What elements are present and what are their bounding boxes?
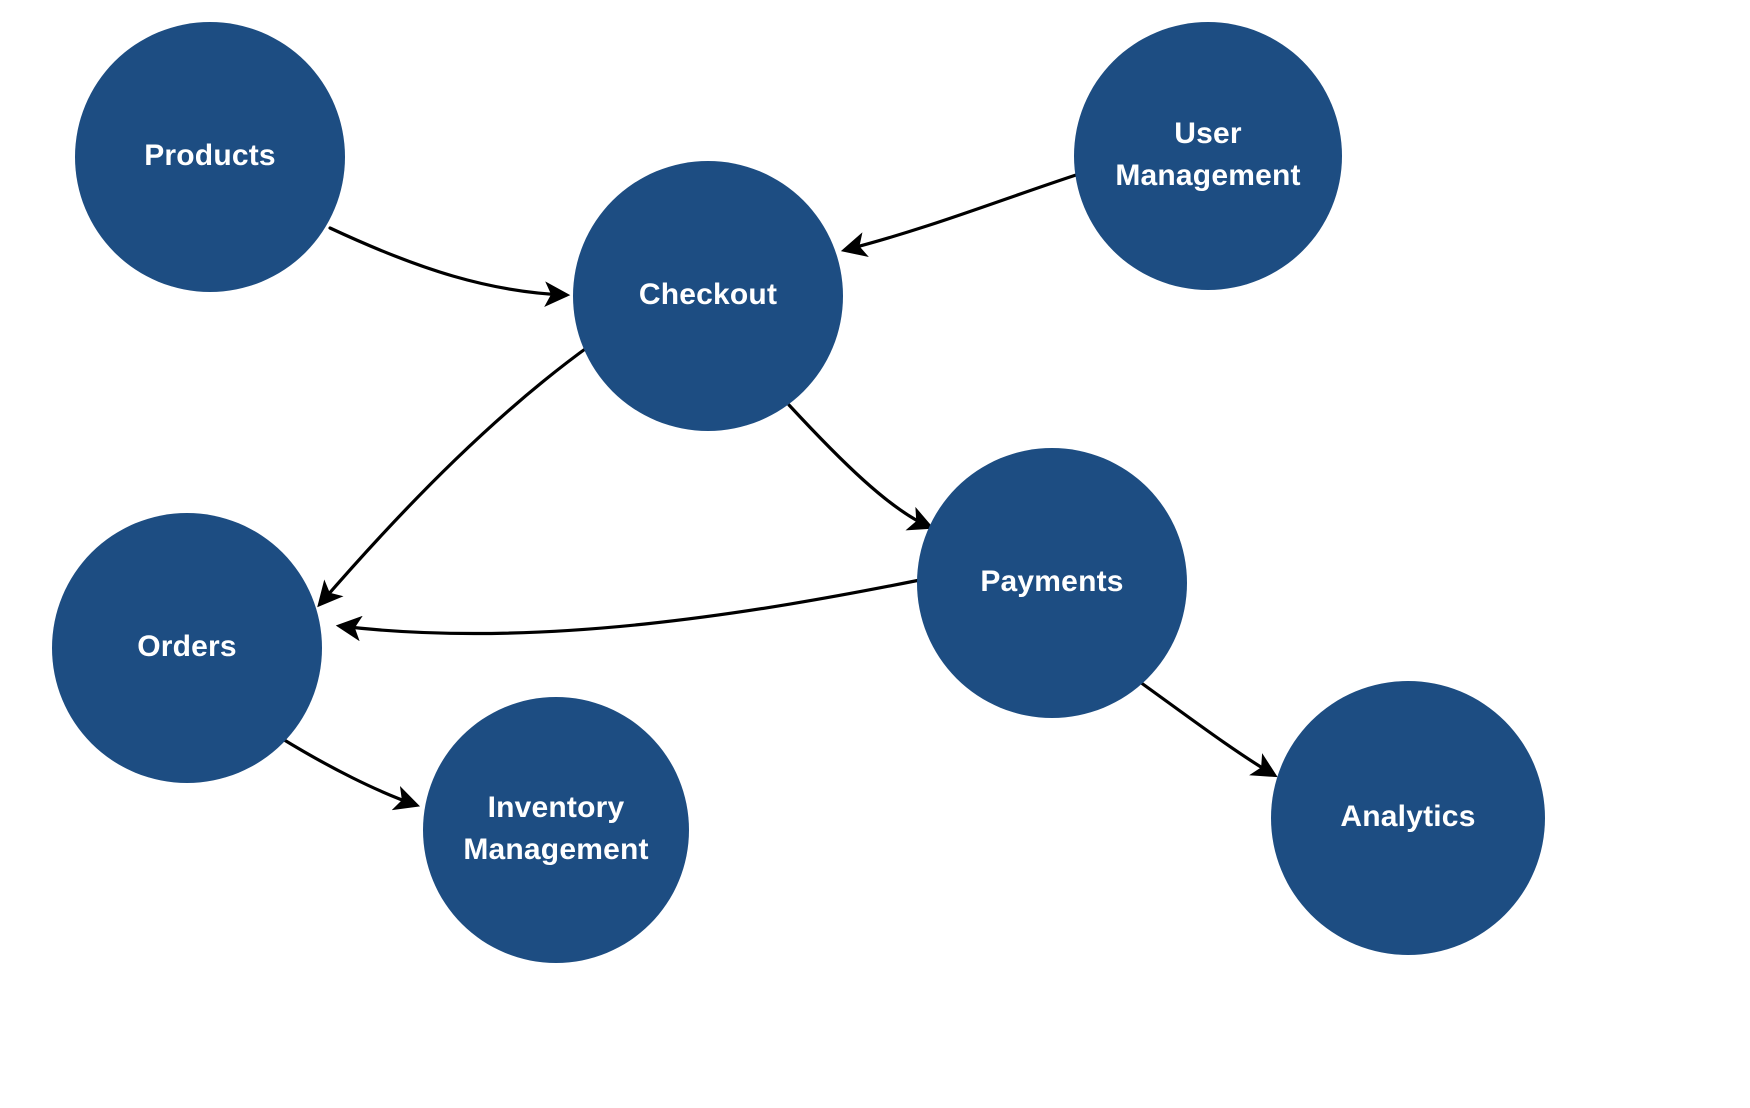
node-circle-orders[interactable] [52,513,322,783]
edge-products-to-checkout[interactable] [328,226,571,307]
node-orders[interactable]: Orders [52,513,322,783]
node-circle-user-mgmt[interactable] [1074,22,1342,290]
edge-payments-to-orders[interactable] [335,578,922,642]
node-checkout[interactable]: Checkout [573,161,843,431]
node-circle-analytics[interactable] [1271,681,1545,955]
edge-checkout-to-payments[interactable] [787,403,934,531]
node-payments[interactable]: Payments [917,448,1187,718]
node-circle-inventory[interactable] [423,697,689,963]
node-products[interactable]: Products [75,22,345,292]
edge-payments-to-analytics[interactable] [1138,680,1278,778]
edge-checkout-to-orders[interactable] [317,342,594,608]
edge-usermgmt-to-checkout[interactable] [840,173,1078,258]
node-circle-products[interactable] [75,22,345,292]
node-circle-checkout[interactable] [573,161,843,431]
edge-orders-to-inventory[interactable] [279,736,421,811]
node-analytics[interactable]: Analytics [1271,681,1545,955]
node-circle-payments[interactable] [917,448,1187,718]
edges-layer [279,173,1278,811]
